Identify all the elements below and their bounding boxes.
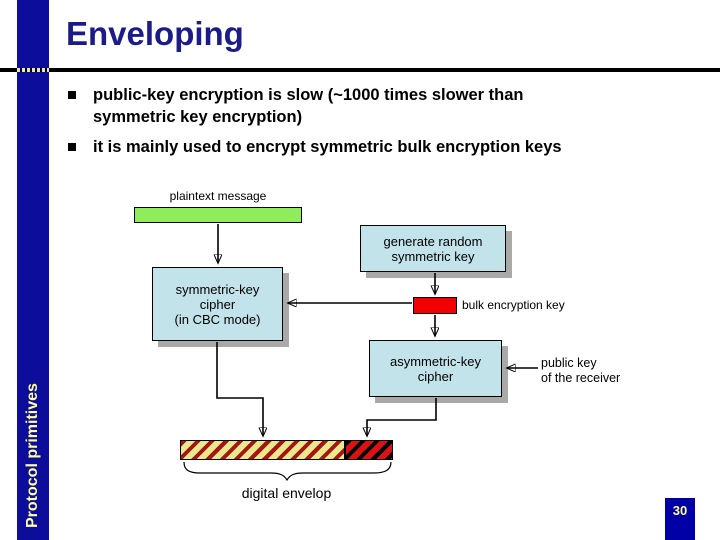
asymmetric-cipher-box: asymmetric-key cipher bbox=[369, 340, 502, 397]
envelope-encrypted-key-segment bbox=[345, 440, 393, 460]
envelope-brace bbox=[183, 461, 392, 482]
bulk-key-box bbox=[413, 297, 457, 314]
symmetric-cipher-box: symmetric-key cipher (in CBC mode) bbox=[152, 267, 283, 341]
bullet-text: it is mainly used to encrypt symmetric b… bbox=[93, 138, 562, 156]
bullet-square-icon bbox=[68, 143, 76, 151]
page-number: 30 bbox=[672, 503, 688, 518]
plaintext-message-bar bbox=[134, 207, 302, 223]
page-title: Enveloping bbox=[66, 15, 244, 52]
arrow-asymcipher-to-envelope bbox=[367, 398, 437, 436]
bullet-text: public-key encryption is slow (~1000 tim… bbox=[93, 86, 524, 126]
bullet-list: public-key encryption is slow (~1000 tim… bbox=[66, 84, 686, 166]
bullet-item: it is mainly used to encrypt symmetric b… bbox=[66, 136, 686, 158]
title-divider bbox=[0, 68, 720, 72]
envelope-encrypted-message-segment bbox=[180, 440, 345, 460]
bullet-square-icon bbox=[68, 91, 76, 99]
digital-envelope-label: digital envelop bbox=[241, 485, 332, 501]
divider-dots bbox=[17, 68, 49, 72]
sidebar-bar bbox=[17, 0, 49, 540]
plaintext-message-label: plaintext message bbox=[169, 189, 267, 203]
sidebar-label: Protocol primitives bbox=[24, 383, 41, 528]
bullet-item: public-key encryption is slow (~1000 tim… bbox=[66, 84, 686, 128]
digital-envelope-bar bbox=[180, 440, 393, 460]
generate-key-box: generate random symmetric key bbox=[360, 225, 506, 272]
bulk-key-label: bulk encryption key bbox=[462, 298, 565, 312]
arrow-symcipher-to-envelope bbox=[216, 342, 263, 436]
public-key-label: public key of the receiver bbox=[541, 356, 621, 385]
page-number-badge: 30 bbox=[665, 498, 695, 540]
